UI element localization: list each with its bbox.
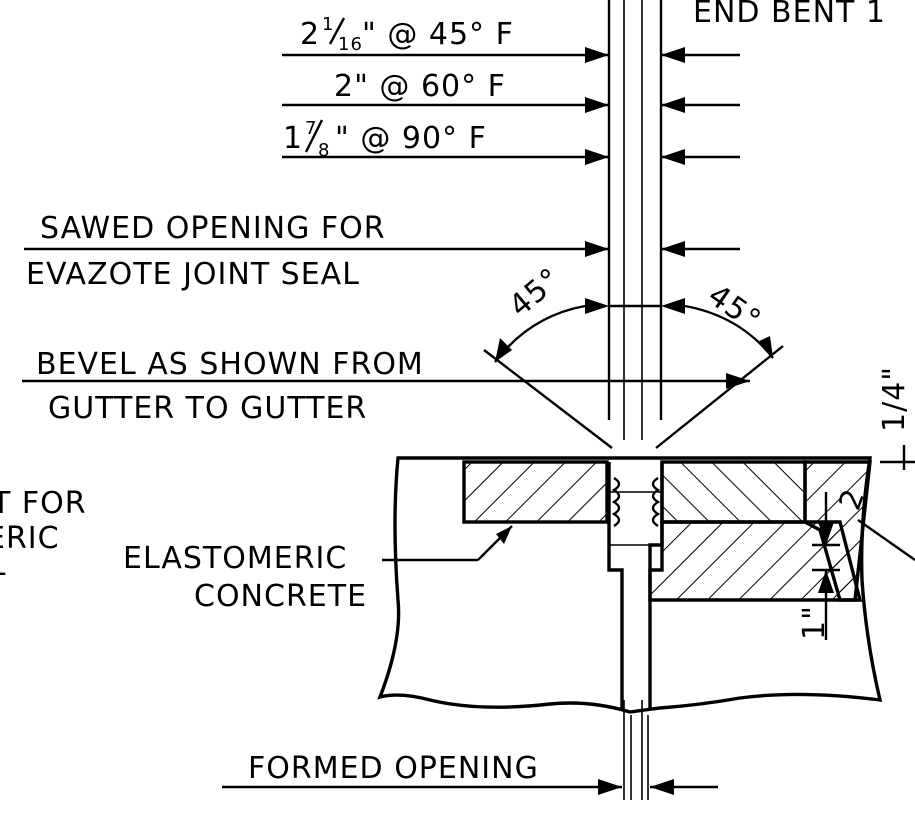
formed-opening-label: FORMED OPENING <box>248 751 539 786</box>
dim-60-label: 2" @ 60° F <box>334 69 506 104</box>
dim-60-row: 2" @ 60° F <box>282 69 740 113</box>
sawed-opening-note: SAWED OPENING FOR EVAZOTE JOINT SEAL <box>24 211 740 292</box>
left-clip-2: ERIC <box>0 521 60 556</box>
angle-dims: 45° 45° <box>483 261 784 449</box>
sawed-line1: SAWED OPENING FOR <box>40 211 386 246</box>
dim-45-frac-den: 16 <box>338 34 363 55</box>
dim-45-frac-num: 1 <box>322 14 334 35</box>
left-clip-3: - <box>0 555 8 590</box>
dim-45-rest: " @ 45° F <box>362 17 514 52</box>
formed-opening-note: FORMED OPENING <box>222 751 718 795</box>
left-clip-1: T FOR <box>0 486 87 521</box>
elastomeric-line1: ELASTOMERIC <box>123 541 347 576</box>
concrete-section <box>377 456 883 714</box>
bevel-line1: BEVEL AS SHOWN FROM <box>36 347 424 382</box>
dim-45-whole: 2 <box>300 17 320 52</box>
angle-right-label: 45° <box>701 278 767 339</box>
bevel-note: BEVEL AS SHOWN FROM GUTTER TO GUTTER <box>22 347 750 426</box>
dim-45-row: 2 1 16 " @ 45° F <box>282 14 740 63</box>
bevel-line2: GUTTER TO GUTTER <box>48 391 367 426</box>
dim-90-whole: 1 <box>283 121 303 156</box>
dim-90-rest: " @ 90° F <box>335 121 487 156</box>
joint-centerlines <box>607 0 663 800</box>
dim-quarter-label: 1/4" <box>877 366 912 432</box>
dim-90-frac-num: 7 <box>305 118 317 139</box>
sawed-line2: EVAZOTE JOINT SEAL <box>26 257 360 292</box>
elastomeric-note: ELASTOMERIC CONCRETE <box>123 525 513 614</box>
elastomeric-line2: CONCRETE <box>194 579 367 614</box>
dim-90-frac-den: 8 <box>318 140 330 161</box>
end-bent-label: END BENT 1 <box>693 0 886 30</box>
right-dims: 1/4" 2 1" <box>797 366 915 640</box>
dim-90-row: 1 7 8 " @ 90° F <box>282 118 740 165</box>
dim-1-label: 1" <box>797 605 832 640</box>
